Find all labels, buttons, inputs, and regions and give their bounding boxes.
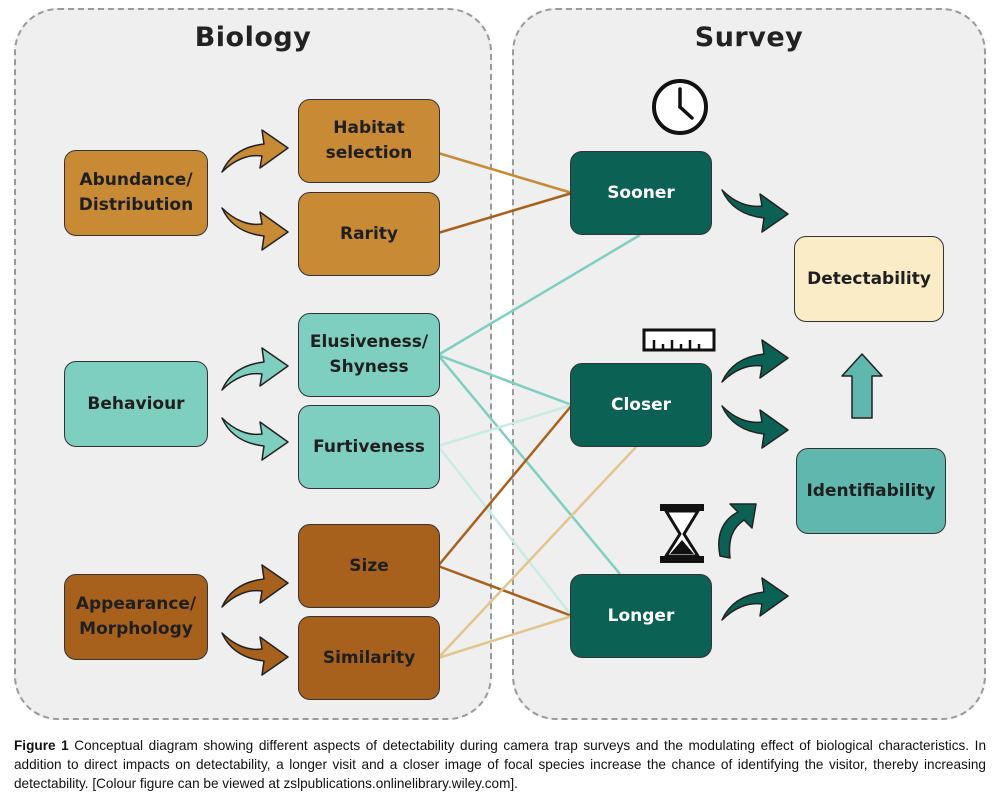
rarity-label: Rarity xyxy=(340,223,398,244)
line-furtiveness-longer xyxy=(437,445,573,617)
arrow-behaviour-elusiveness xyxy=(221,347,289,391)
appearance-box: Appearance/ Morphology xyxy=(64,574,208,660)
habitat-selection-label: Habitat selection xyxy=(325,118,413,163)
sooner-label: Sooner xyxy=(607,182,675,203)
sooner-box: Sooner xyxy=(570,151,712,235)
arrow-closer-detectability xyxy=(721,339,789,383)
line-similarity-closer xyxy=(437,446,637,659)
closer-label: Closer xyxy=(610,394,671,415)
arrow-longer-up xyxy=(718,503,757,559)
arrow-longer-identifiability xyxy=(721,577,789,621)
line-rarity-sooner xyxy=(437,191,573,235)
ruler-icon xyxy=(642,328,716,352)
longer-label: Longer xyxy=(607,605,675,626)
furtiveness-label: Furtiveness xyxy=(313,436,425,457)
elusiveness-label: Elusiveness/ Shyness xyxy=(309,332,429,377)
line-elusiveness-closer xyxy=(437,353,573,407)
arrow-sooner-detectability xyxy=(721,189,789,233)
survey-title: Survey xyxy=(694,22,804,53)
arrow-identifiability-detectability xyxy=(841,353,883,419)
closer-box: Closer xyxy=(570,363,712,447)
appearance-label: Appearance/ Morphology xyxy=(75,594,197,639)
longer-box: Longer xyxy=(570,574,712,658)
line-furtiveness-closer xyxy=(437,403,573,448)
identifiability-box: Identifiability xyxy=(796,448,946,534)
identifiability-label: Identifiability xyxy=(806,480,936,501)
size-label: Size xyxy=(349,555,389,576)
furtiveness-box: Furtiveness xyxy=(298,405,440,489)
arrow-appearance-size xyxy=(221,564,289,608)
arrow-appearance-similarity xyxy=(221,632,289,676)
arrow-abundance-rarity xyxy=(221,207,289,251)
caption-text: Conceptual diagram showing different asp… xyxy=(14,738,987,791)
rarity-box: Rarity xyxy=(298,192,440,276)
hourglass-icon xyxy=(660,504,704,563)
similarity-label: Similarity xyxy=(322,647,416,668)
figure-caption: Figure 1 Conceptual diagram showing diff… xyxy=(14,736,986,793)
behaviour-box: Behaviour xyxy=(64,361,208,447)
line-similarity-longer xyxy=(437,614,573,660)
detectability-label: Detectability xyxy=(807,268,931,289)
behaviour-label: Behaviour xyxy=(87,393,185,414)
caption-label: Figure 1 xyxy=(14,738,69,753)
line-size-longer xyxy=(437,564,573,618)
line-size-closer xyxy=(437,404,573,567)
line-elusiveness-longer xyxy=(437,354,621,575)
size-box: Size xyxy=(298,524,440,608)
arrow-abundance-habitat xyxy=(221,129,289,173)
elusiveness-box: Elusiveness/ Shyness xyxy=(298,313,440,397)
arrow-closer-identifiability xyxy=(721,405,789,449)
abundance-label: Abundance/ Distribution xyxy=(78,170,194,215)
biology-title: Biology xyxy=(194,22,312,53)
similarity-box: Similarity xyxy=(298,616,440,700)
arrow-behaviour-furtiveness xyxy=(221,417,289,461)
detectability-box: Detectability xyxy=(794,236,944,322)
habitat-selection-box: Habitat selection xyxy=(298,99,440,183)
clock-icon xyxy=(652,79,708,135)
line-habitat-sooner xyxy=(437,151,573,195)
abundance-box: Abundance/ Distribution xyxy=(64,150,208,236)
line-elusiveness-sooner xyxy=(437,233,641,357)
